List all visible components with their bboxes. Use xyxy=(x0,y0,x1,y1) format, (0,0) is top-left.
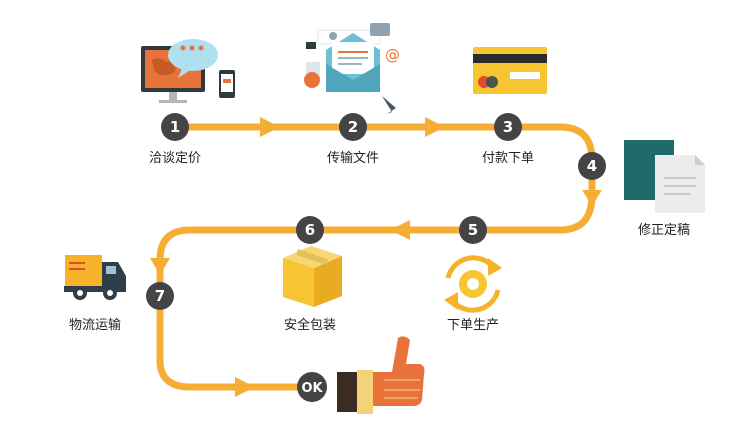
step-number: 1 xyxy=(170,118,180,136)
envelope-icon: @ xyxy=(304,23,400,114)
flow-arrow xyxy=(582,190,602,206)
step-node-7: 7 xyxy=(146,282,174,310)
svg-text:@: @ xyxy=(385,46,400,64)
step-node-6: 6 xyxy=(296,216,324,244)
step-number: 4 xyxy=(587,157,597,175)
step-number: 6 xyxy=(305,221,315,239)
credit-card-icon xyxy=(473,47,547,94)
step-node-4: 4 xyxy=(578,152,606,180)
step-label: 付款下单 xyxy=(482,151,534,166)
monitor-chat-icon xyxy=(141,39,235,103)
step-label: 修正定稿 xyxy=(638,222,690,238)
truck-icon xyxy=(64,255,126,300)
step-number: 2 xyxy=(348,118,358,136)
step-label: 安全包装 xyxy=(284,317,336,333)
flow-arrow xyxy=(390,220,410,240)
step-label: 物流运输 xyxy=(69,317,121,333)
flow-arrow xyxy=(260,117,280,137)
step-number: 7 xyxy=(155,287,165,305)
step-node-5: 5 xyxy=(459,216,487,244)
step-node-1: 1 xyxy=(161,113,189,141)
flow-arrow xyxy=(425,117,445,137)
gear-cycle-icon xyxy=(444,255,502,313)
step-number: 3 xyxy=(503,118,513,136)
package-box-icon xyxy=(283,246,342,307)
step-node-ok: OK xyxy=(297,372,327,402)
step-label: 下单生产 xyxy=(447,318,499,333)
flow-arrow xyxy=(235,377,255,397)
step-label: 传输文件 xyxy=(327,150,379,166)
step-node-3: 3 xyxy=(494,113,522,141)
flow-arrow xyxy=(150,258,170,275)
step-number: OK xyxy=(301,381,323,396)
step-number: 5 xyxy=(468,221,478,239)
step-label: 洽谈定价 xyxy=(149,151,201,166)
step-node-2: 2 xyxy=(339,113,367,141)
document-icon xyxy=(624,140,705,213)
flow-path xyxy=(156,123,596,391)
thumbs-up-icon xyxy=(337,336,425,414)
